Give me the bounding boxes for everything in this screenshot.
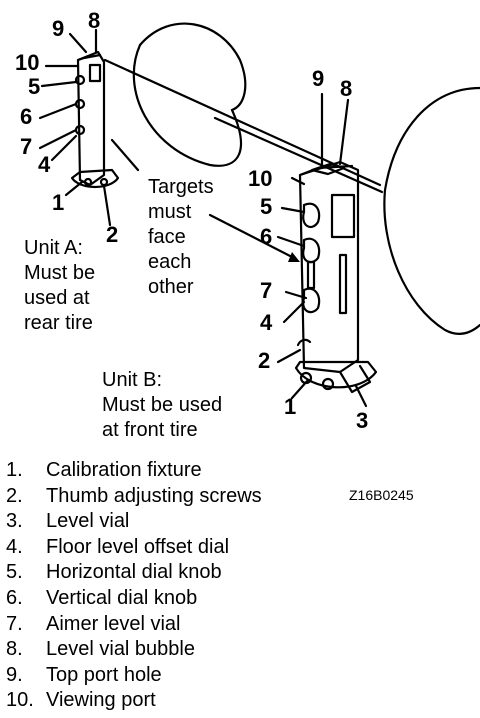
legend-item: 10.Viewing port <box>6 689 156 712</box>
callout-4-unit-a: 4 <box>38 152 51 177</box>
legend-item: 9.Top port hole <box>6 663 162 686</box>
rear-tire <box>132 43 242 167</box>
callout-8-unit-b: 8 <box>340 76 353 101</box>
legend-item: 1.Calibration fixture <box>6 459 202 481</box>
callout-2-unit-b: 2 <box>258 348 271 373</box>
callout-4-unit-b: 4 <box>260 310 273 335</box>
callout-6-unit-b: 6 <box>260 224 273 249</box>
callout-1-unit-a: 1 <box>52 190 65 215</box>
legend-item: 3.Level vial <box>6 510 130 533</box>
callout-5-unit-b: 5 <box>260 194 273 219</box>
callout-9-unit-a: 9 <box>52 16 65 41</box>
callout-5-unit-a: 5 <box>28 74 41 99</box>
callout-1-unit-b: 1 <box>284 394 297 419</box>
callout-3-unit-b: 3 <box>356 408 369 433</box>
callout-9-unit-b: 9 <box>312 66 325 91</box>
callout-2-unit-a: 2 <box>106 222 119 247</box>
rear-tire-rim <box>138 22 247 112</box>
callout-6-unit-a: 6 <box>20 104 33 129</box>
figure-code: Z16B0245 <box>349 487 414 503</box>
targets-arrow-head <box>288 252 300 262</box>
legend-item: 6.Vertical dial knob <box>6 586 198 609</box>
legend-item: 2.Thumb adjusting screws <box>6 484 262 507</box>
legend-item: 8.Level vial bubble <box>6 638 195 661</box>
front-tire <box>383 86 480 335</box>
aimer-units-illustration <box>38 22 480 408</box>
callout-7-unit-b: 7 <box>260 278 273 303</box>
legend: 1.Calibration fixture 2.Thumb adjusting … <box>6 458 262 714</box>
unit-b <box>294 160 378 394</box>
callout-10-unit-b: 10 <box>248 166 273 191</box>
unit-a-caption: Unit A: Must be used at rear tire <box>24 237 96 334</box>
unit-a <box>70 50 120 189</box>
legend-item: 5.Horizontal dial knob <box>6 561 222 584</box>
callout-7-unit-a: 7 <box>20 134 33 159</box>
legend-item: 7.Aimer level vial <box>6 612 181 635</box>
unit-b-caption: Unit B: Must be used at front tire <box>102 369 223 441</box>
callout-8-unit-a: 8 <box>88 8 101 33</box>
targets-caption: Targets must face each other <box>148 176 214 298</box>
callout-10-unit-a: 10 <box>15 50 40 75</box>
legend-item: 4.Floor level offset dial <box>6 535 230 558</box>
